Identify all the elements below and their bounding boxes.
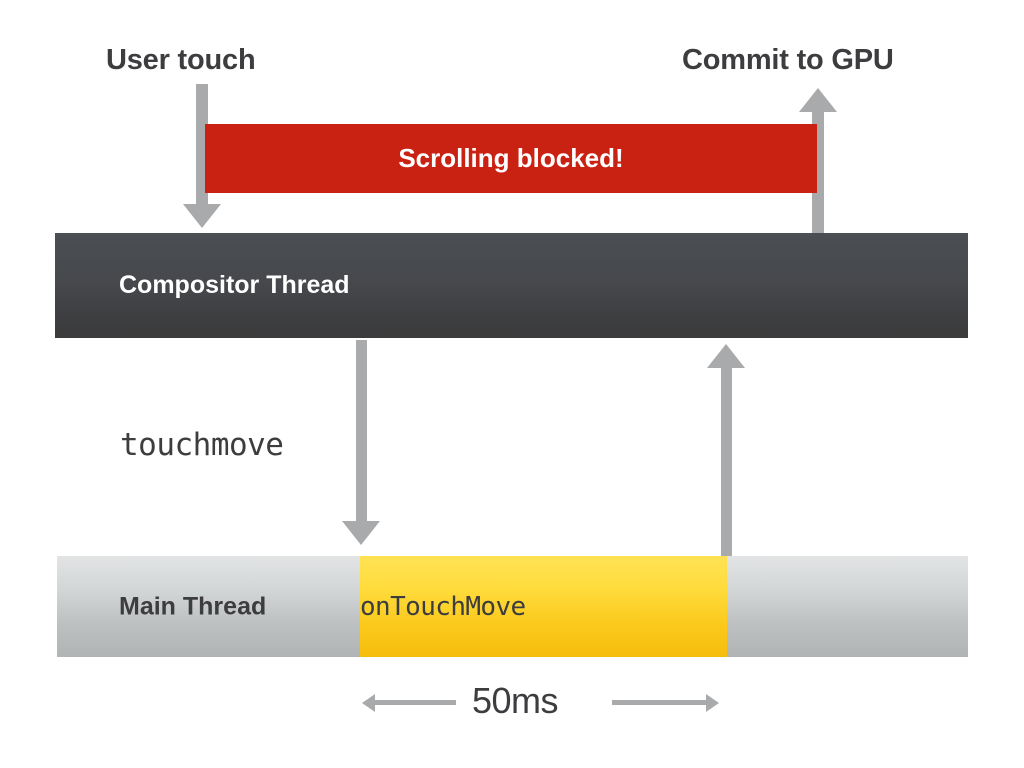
compositor-thread-label: Compositor Thread bbox=[119, 271, 350, 299]
duration-right-arrow-shaft bbox=[612, 700, 707, 705]
commit-to-gpu-arrow-head-icon bbox=[799, 88, 837, 112]
ontouchmove-task-segment bbox=[360, 556, 727, 657]
touchmove-event-label: touchmove bbox=[120, 427, 284, 463]
scrolling-blocked-label: Scrolling blocked! bbox=[398, 143, 624, 173]
duration-left-arrow-head-icon bbox=[362, 694, 375, 712]
touchmove-return-arrow-head-icon bbox=[707, 344, 745, 368]
duration-left-arrow-shaft bbox=[374, 700, 456, 705]
touchmove-return-arrow-shaft bbox=[721, 368, 732, 556]
main-thread-idle-segment-left bbox=[57, 556, 360, 657]
main-thread-label: Main Thread bbox=[119, 592, 267, 620]
user-touch-arrow-head-icon bbox=[183, 204, 221, 228]
user-touch-label: User touch bbox=[106, 44, 256, 76]
duration-right-arrow-head-icon bbox=[706, 694, 719, 712]
compositor-thread-bar: Compositor Thread bbox=[55, 233, 968, 338]
duration-label: 50ms bbox=[472, 680, 559, 721]
touchmove-dispatch-arrow-head-icon bbox=[342, 521, 380, 545]
commit-to-gpu-label: Commit to GPU bbox=[682, 44, 894, 76]
main-thread-idle-segment-right bbox=[727, 556, 968, 657]
touchmove-dispatch-arrow-shaft bbox=[356, 340, 367, 522]
ontouchmove-label: onTouchMove bbox=[360, 591, 526, 622]
scrolling-blocked-bar: Scrolling blocked! bbox=[205, 124, 817, 193]
main-thread-bar: Main Thread onTouchMove bbox=[57, 556, 968, 657]
